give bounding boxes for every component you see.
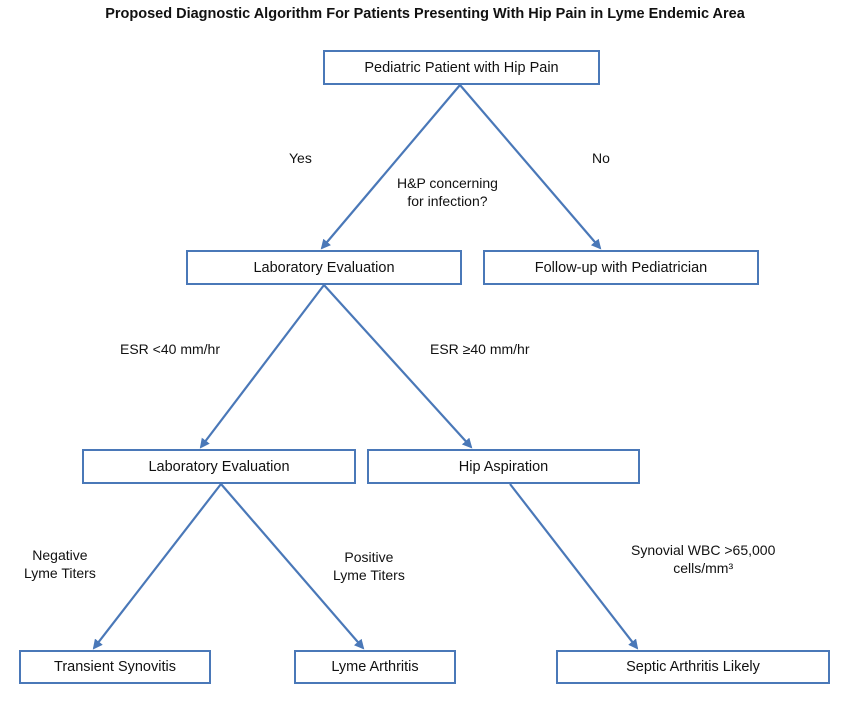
node-start: Pediatric Patient with Hip Pain	[323, 50, 600, 85]
arrow-lab2-to-lyme	[220, 483, 365, 650]
node-septic: Septic Arthritis Likely	[556, 650, 830, 684]
arrow-start-to-lab1	[320, 84, 461, 250]
arrow-lab2-to-transient	[92, 483, 222, 650]
label-synovial-wbc: Synovial WBC >65,000 cells/mm³	[631, 541, 775, 577]
label-negative-line2: Lyme Titers	[24, 565, 96, 582]
node-lab2: Laboratory Evaluation	[82, 449, 356, 484]
arrow-lab1-to-aspiration	[323, 284, 473, 449]
node-lab1: Laboratory Evaluation	[186, 250, 462, 285]
arrow-lab1-to-lab2	[199, 284, 325, 449]
label-question-line1: H&P concerning	[397, 175, 498, 191]
label-question-line2: for infection?	[407, 193, 488, 210]
label-wbc-line2: cells/mm³	[673, 560, 734, 577]
label-no: No	[592, 150, 610, 166]
label-wbc-line1: Synovial WBC >65,000	[631, 542, 776, 558]
diagram-title: Proposed Diagnostic Algorithm For Patien…	[105, 6, 745, 22]
arrow-start-to-followup	[459, 84, 602, 250]
label-positive-line1: Positive	[344, 549, 394, 565]
label-positive-titers: Positive Lyme Titers	[333, 548, 405, 584]
label-positive-line2: Lyme Titers	[333, 567, 405, 584]
node-lyme: Lyme Arthritis	[294, 650, 456, 684]
node-followup: Follow-up with Pediatrician	[483, 250, 759, 285]
label-esr-high: ESR ≥40 mm/hr	[430, 341, 530, 357]
arrow-aspiration-to-septic	[509, 483, 639, 650]
label-negative-titers: Negative Lyme Titers	[24, 546, 96, 582]
node-transient: Transient Synovitis	[19, 650, 211, 684]
label-question: H&P concerning for infection?	[397, 174, 498, 210]
label-negative-line1: Negative	[32, 547, 88, 563]
label-esr-low: ESR <40 mm/hr	[120, 341, 220, 357]
node-aspiration: Hip Aspiration	[367, 449, 640, 484]
label-yes: Yes	[289, 150, 312, 166]
